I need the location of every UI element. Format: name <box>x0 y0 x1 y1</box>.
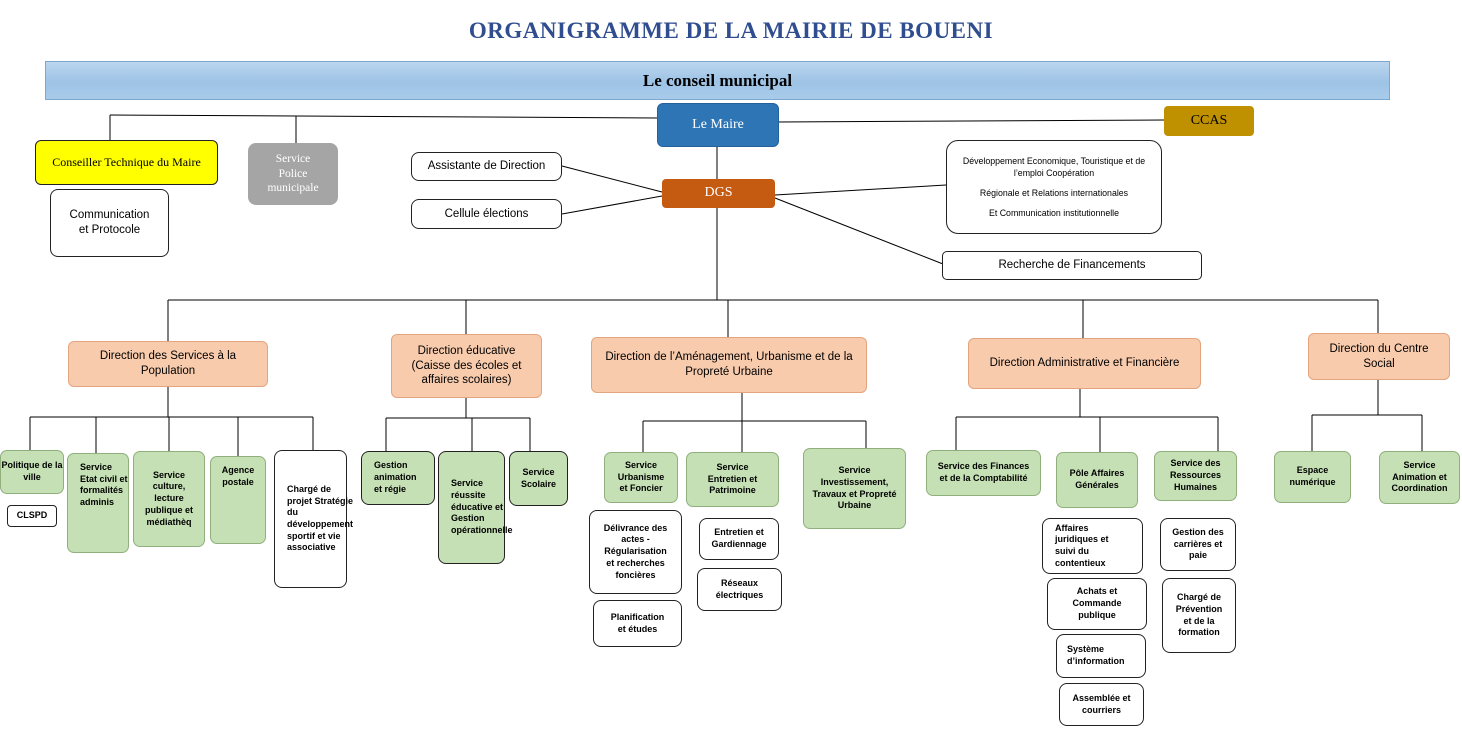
council-banner: Le conseil municipal <box>45 61 1390 100</box>
service-animation-coordination: Service Animation et Coordination <box>1379 451 1460 504</box>
service-entretien-patrimoine: Service Entretien et Patrimoine <box>686 452 779 507</box>
service-systeme-information: Système d’information <box>1056 634 1146 678</box>
conseiller-box: Conseiller Technique du Maire <box>35 140 218 185</box>
maire-box: Le Maire <box>657 103 779 147</box>
direction-admin: Direction Administrative et Financière <box>968 338 1201 389</box>
service-finances: Service des Finances et de la Comptabili… <box>926 450 1041 496</box>
service-urbanisme: Service Urbanisme et Foncier <box>604 452 678 503</box>
service-planification: Planification et études <box>593 600 682 647</box>
police-box: Service Police municipale <box>248 143 338 205</box>
dev-eco-box: Développement Economique, Touristique et… <box>946 140 1162 234</box>
service-juridiques: Affaires juridiques et suivi du contenti… <box>1042 518 1143 574</box>
page-title: ORGANIGRAMME DE LA MAIRIE DE BOUENI <box>468 18 994 43</box>
cellule-box: Cellule élections <box>411 199 562 229</box>
dev-eco-line-3: Et Communication institutionnelle <box>988 207 1120 218</box>
service-reseaux: Réseaux électriques <box>697 568 782 611</box>
ccas-box: CCAS <box>1164 106 1254 136</box>
direction-educative: Direction éducative (Caisse des écoles e… <box>391 334 542 398</box>
dgs-box: DGS <box>662 179 775 208</box>
service-clspd: CLSPD <box>7 505 57 527</box>
service-carrieres: Gestion des carrières et paie <box>1160 518 1236 571</box>
service-agence-postale: Agence postale <box>210 456 266 544</box>
direction-amenagement: Direction de l’Aménagement, Urbanisme et… <box>591 337 867 393</box>
communication-box: Communication et Protocole <box>50 189 169 257</box>
service-politique: Politique de la ville <box>0 450 64 494</box>
service-investissement: Service Investissement, Travaux et Propr… <box>803 448 906 529</box>
service-entretien-gardiennage: Entretien et Gardiennage <box>699 518 779 560</box>
service-culture: Service culture, lecture publique et méd… <box>133 451 205 547</box>
service-delivrance: Délivrance des actes - Régularisation et… <box>589 510 682 594</box>
service-prevention: Chargé de Prévention et de la formation <box>1162 578 1236 653</box>
direction-social: Direction du Centre Social <box>1308 333 1450 380</box>
recherche-box: Recherche de Financements <box>942 251 1202 280</box>
service-gestion-animation: Gestion animation et régie <box>361 451 435 505</box>
service-achats: Achats et Commande publique <box>1047 578 1147 630</box>
dev-eco-line-2: Régionale et Relations internationales <box>979 188 1129 198</box>
direction-population: Direction des Services à la Population <box>68 341 268 387</box>
service-scolaire: Service Scolaire <box>509 451 568 506</box>
assistante-box: Assistante de Direction <box>411 152 562 181</box>
service-espace-numerique: Espace numérique <box>1274 451 1351 503</box>
service-charge-projet: Chargé de projet Stratégie du développem… <box>274 450 353 588</box>
service-ressources-humaines: Service des Ressources Humaines <box>1154 451 1237 501</box>
service-assemblee: Assemblée et courriers <box>1059 683 1144 726</box>
service-pole-affaires: Pôle Affaires Générales <box>1056 452 1138 508</box>
service-reussite: Service réussite éducative et Gestion op… <box>438 451 513 564</box>
dev-eco-line-1: Développement Economique, Touristique et… <box>962 155 1146 179</box>
service-etat-civil: Service Etat civil et formalités adminis <box>67 453 129 553</box>
